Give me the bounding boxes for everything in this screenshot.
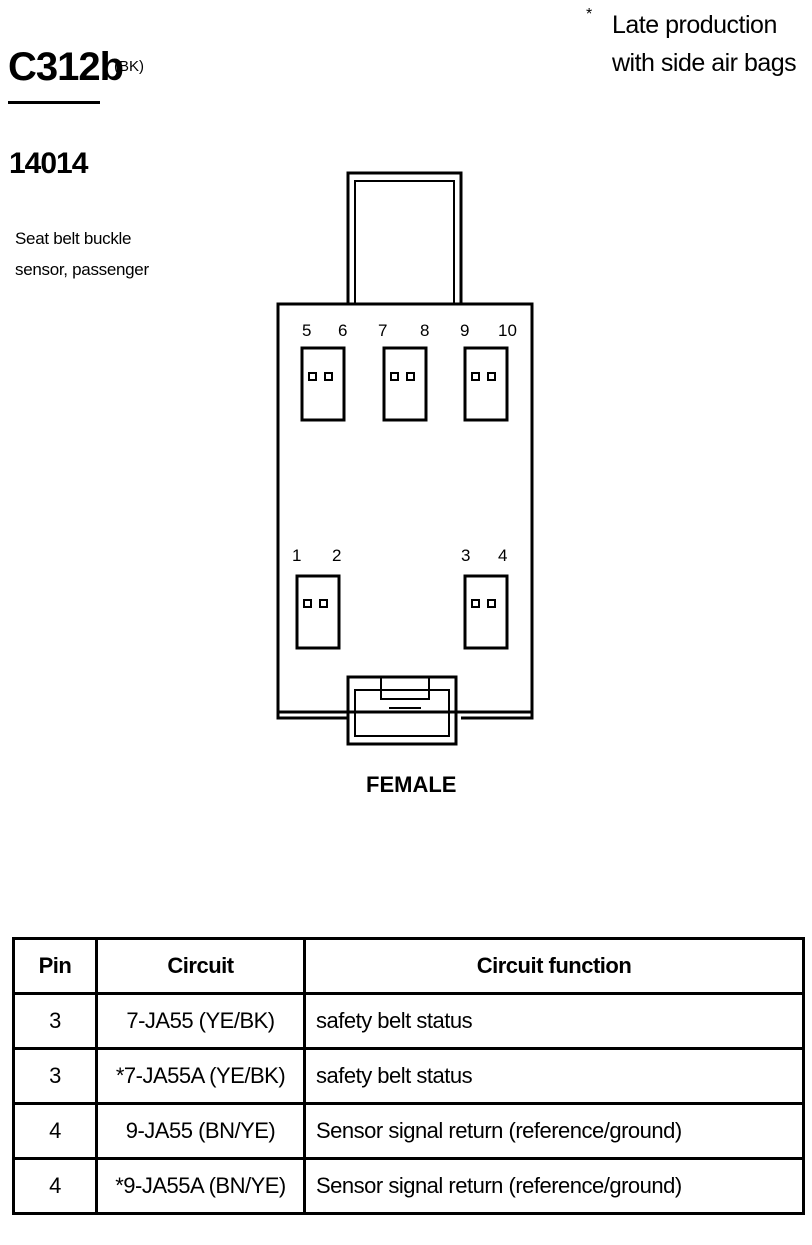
pin-label-9: 9 <box>460 321 469 340</box>
top-latch <box>346 171 463 304</box>
terminal-6 <box>324 372 333 381</box>
cavity-3-4 <box>463 574 509 650</box>
row-circuit: *9-JA55A (BN/YE) <box>95 1157 306 1215</box>
description-line-2: sensor, passenger <box>15 260 149 279</box>
pin-label-5: 5 <box>302 321 311 340</box>
connector-color-code: (BK) <box>114 58 144 75</box>
bottom-ledge-right <box>461 712 534 720</box>
pin-label-7: 7 <box>378 321 387 340</box>
row-circuit: *7-JA55A (YE/BK) <box>95 1047 306 1105</box>
pin-label-6: 6 <box>338 321 347 340</box>
row-pin: 3 <box>12 992 98 1050</box>
pin-label-4: 4 <box>498 546 507 565</box>
component-description: Seat belt buckle sensor, passenger <box>15 223 149 285</box>
terminal-5 <box>308 372 317 381</box>
row-function: safety belt status <box>303 1047 805 1105</box>
row-function: Sensor signal return (reference/ground) <box>303 1157 805 1215</box>
cavity-5-6 <box>300 346 346 422</box>
row-circuit: 9-JA55 (BN/YE) <box>95 1102 306 1160</box>
pin-label-1: 1 <box>292 546 301 565</box>
row-pin: 3 <box>12 1047 98 1105</box>
table-row: 4 9-JA55 (BN/YE) Sensor signal return (r… <box>12 1102 805 1160</box>
bottom-ledge-left <box>276 712 348 720</box>
table-row: 4 *9-JA55A (BN/YE) Sensor signal return … <box>12 1157 805 1215</box>
title-underline <box>8 101 100 104</box>
table-row: 3 *7-JA55A (YE/BK) safety belt status <box>12 1047 805 1105</box>
description-line-1: Seat belt buckle <box>15 229 132 248</box>
header-circuit: Circuit <box>95 937 306 995</box>
terminal-4 <box>487 599 496 608</box>
terminal-1 <box>303 599 312 608</box>
top-latch-inner <box>354 180 455 304</box>
pin-label-8: 8 <box>420 321 429 340</box>
part-number: 14014 <box>9 147 88 180</box>
note-marker: * <box>586 6 593 23</box>
bottom-key-tab <box>380 676 430 700</box>
bottom-key-inner <box>354 689 450 737</box>
pin-label-2: 2 <box>332 546 341 565</box>
header-circuit-function: Circuit function <box>303 937 805 995</box>
connector-face-diagram: 5 6 7 8 9 10 1 2 3 4 <box>276 171 534 746</box>
row-function: Sensor signal return (reference/ground) <box>303 1102 805 1160</box>
terminal-8 <box>406 372 415 381</box>
row-circuit: 7-JA55 (YE/BK) <box>95 992 306 1050</box>
row-function: safety belt status <box>303 992 805 1050</box>
note-line-2: with side air bags <box>612 49 797 77</box>
terminal-3 <box>471 599 480 608</box>
terminal-10 <box>487 372 496 381</box>
terminal-9 <box>471 372 480 381</box>
connector-gender-label: FEMALE <box>366 772 457 797</box>
terminal-7 <box>390 372 399 381</box>
pin-circuit-table: Pin Circuit Circuit function 3 7-JA55 (Y… <box>12 937 805 1215</box>
header-pin: Pin <box>12 937 98 995</box>
connector-body <box>276 302 534 714</box>
pin-label-10: 10 <box>498 321 517 340</box>
pin-label-3: 3 <box>461 546 470 565</box>
cavity-1-2 <box>295 574 341 650</box>
row-pin: 4 <box>12 1102 98 1160</box>
cavity-7-8 <box>382 346 428 422</box>
row-pin: 4 <box>12 1157 98 1215</box>
table-row: 3 7-JA55 (YE/BK) safety belt status <box>12 992 805 1050</box>
table-header-row: Pin Circuit Circuit function <box>12 937 805 995</box>
note-line-1: Late production <box>612 11 777 39</box>
connector-id: C312b <box>8 45 124 89</box>
terminal-2 <box>319 599 328 608</box>
cavity-9-10 <box>463 346 509 422</box>
production-note: Late production with side air bags <box>612 6 797 82</box>
